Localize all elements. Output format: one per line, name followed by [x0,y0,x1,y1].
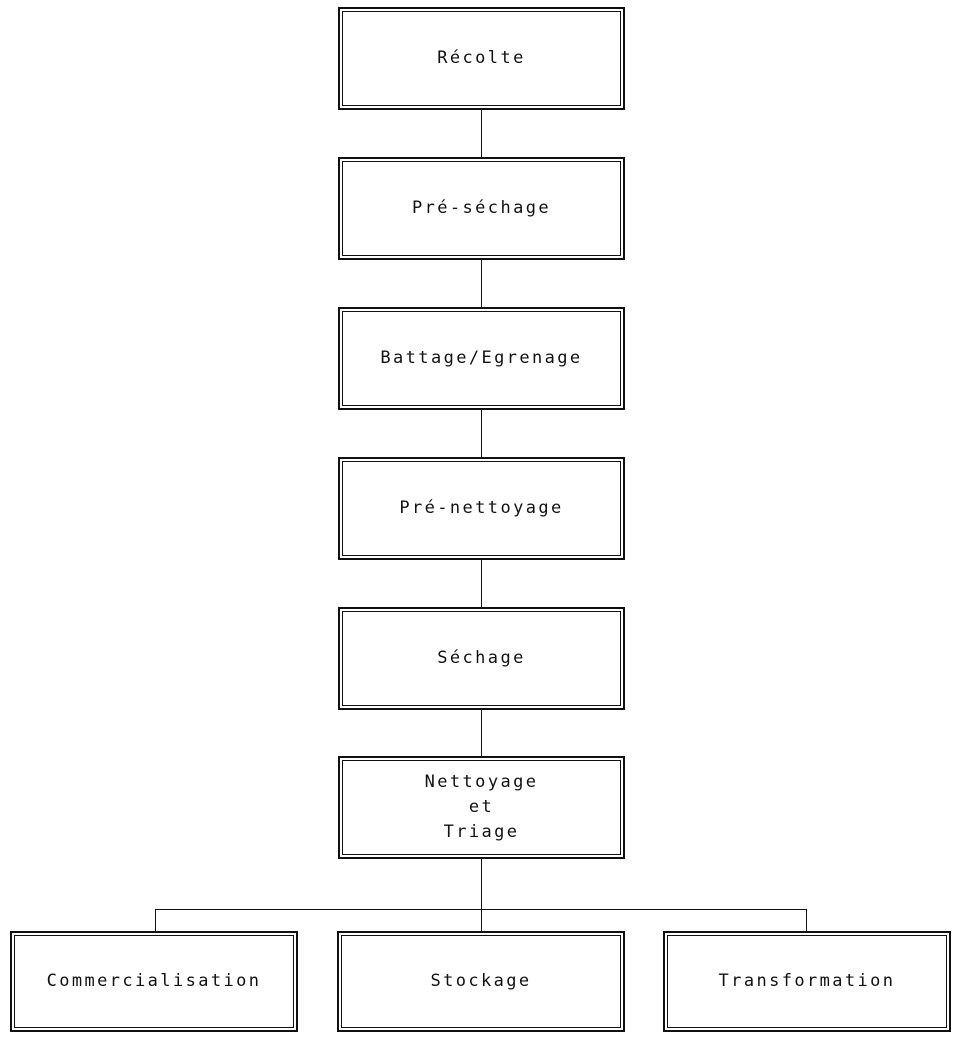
step-box-nettoyage-triage: Nettoyage et Triage [338,756,625,859]
step-box-sechage: Séchage [338,607,625,710]
output-box-commercialisation: Commercialisation [10,931,298,1032]
step-label-pre-sechage: Pré-séchage [412,198,551,218]
connector-line [481,110,482,157]
output-box-transformation: Transformation [663,931,951,1032]
step-label-recolte: Récolte [437,48,526,68]
step-label-sechage: Séchage [437,648,526,668]
step-box-recolte: Récolte [338,7,625,110]
branch-trunk-line [481,859,482,932]
connector-line [481,560,482,607]
branch-horizontal-line [155,909,807,910]
branch-line-left [155,909,156,932]
step-label-nettoyage-triage: Nettoyage et Triage [424,772,539,842]
output-label-commercialisation: Commercialisation [46,971,262,991]
step-box-battage-egrenage: Battage/Egrenage [338,307,625,410]
output-label-transformation: Transformation [718,971,896,991]
branch-line-right [806,909,807,932]
connector-line [481,410,482,457]
step-box-pre-nettoyage: Pré-nettoyage [338,457,625,560]
output-box-stockage: Stockage [337,931,625,1032]
step-label-battage-egrenage: Battage/Egrenage [380,348,583,368]
connector-line [481,260,482,307]
output-label-stockage: Stockage [430,971,532,991]
step-label-pre-nettoyage: Pré-nettoyage [399,498,564,518]
step-box-pre-sechage: Pré-séchage [338,157,625,260]
connector-line [481,710,482,756]
